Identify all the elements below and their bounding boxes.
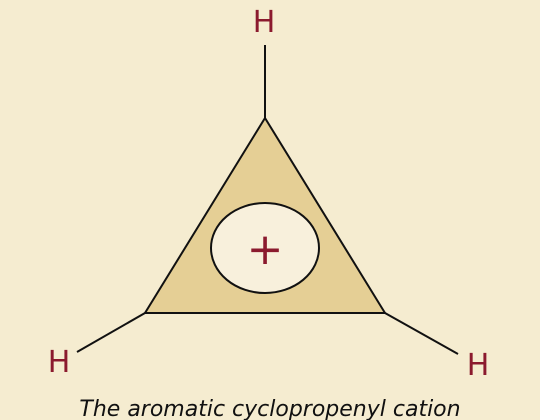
diagram-caption: The aromatic cyclopropenyl cation <box>79 397 461 420</box>
atom-h-right: H <box>467 348 490 383</box>
charge-symbol: + <box>247 224 284 275</box>
bond-left <box>76 312 146 353</box>
charge-circle <box>210 202 320 294</box>
atom-h-top: H <box>253 5 276 40</box>
atom-h-left: H <box>48 345 71 380</box>
bond-right <box>384 312 459 355</box>
